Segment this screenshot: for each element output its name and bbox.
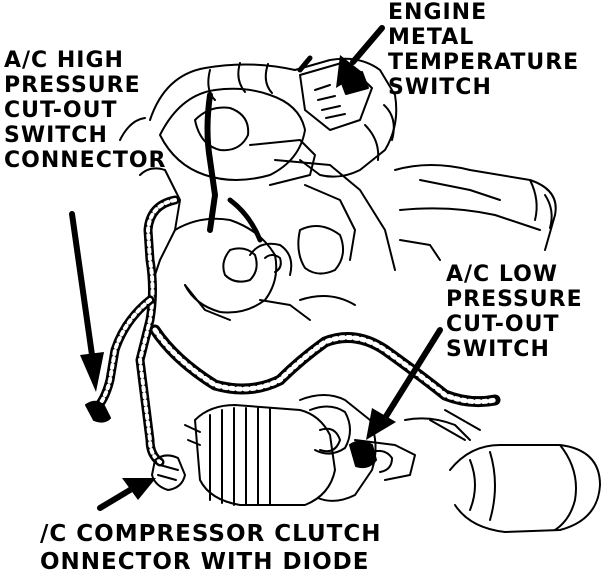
arrowhead-ac-low-pressure [366, 408, 396, 440]
callout-line: SWITCH [4, 123, 108, 148]
arrow-compressor-clutch [97, 487, 133, 511]
callout-line: CUT-OUT [4, 98, 118, 123]
callout-line: CUT-OUT [446, 312, 560, 337]
callout-line: METAL [388, 25, 475, 50]
ac-high-pressure-switch-label: A/C HIGH PRESSURE CUT-OUT SWITCH CONNECT… [4, 48, 167, 173]
accumulator-drawing [429, 409, 601, 533]
ac-low-pressure-switch-label: A/C LOW PRESSURE CUT-OUT SWITCH [446, 262, 583, 362]
callout-line: A/C HIGH [4, 48, 124, 73]
callout-line: SWITCH [388, 75, 492, 100]
engine-metal-temp-switch-label: ENGINE METAL TEMPERATURE SWITCH [388, 0, 579, 100]
pulley-drawing [249, 242, 356, 306]
arrowhead-ac-high-pressure [80, 352, 104, 392]
compressor-clutch-connector-label: /C COMPRESSOR CLUTCH ONNECTOR WITH DIODE [40, 520, 381, 576]
hp-switch-connector-drawing [85, 400, 111, 423]
callout-line: CONNECTOR [4, 148, 167, 173]
callout-line: TEMPERATURE [388, 50, 580, 75]
arrowhead-compressor-clutch [122, 478, 156, 500]
engine-block-drawing [119, 57, 557, 321]
leader-arrows [69, 25, 443, 511]
callout-line: SWITCH [446, 337, 550, 362]
arrow-ac-low-pressure [382, 327, 443, 421]
callout-line: /C COMPRESSOR CLUTCH [40, 521, 382, 547]
arrow-engine-metal-temp [350, 25, 385, 65]
callout-line: PRESSURE [4, 73, 141, 98]
arrowhead-engine-metal-temp [336, 55, 362, 88]
callout-line: A/C LOW [446, 262, 559, 287]
clutch-connector-drawing [151, 454, 186, 491]
callout-line: ENGINE [388, 0, 488, 25]
callout-line: PRESSURE [446, 287, 583, 312]
arrow-ac-high-pressure [69, 211, 95, 358]
ac-compressor-drawing [184, 394, 471, 506]
callout-line: ONNECTOR WITH DIODE [40, 549, 370, 575]
lp-switch-drawing [349, 440, 377, 469]
